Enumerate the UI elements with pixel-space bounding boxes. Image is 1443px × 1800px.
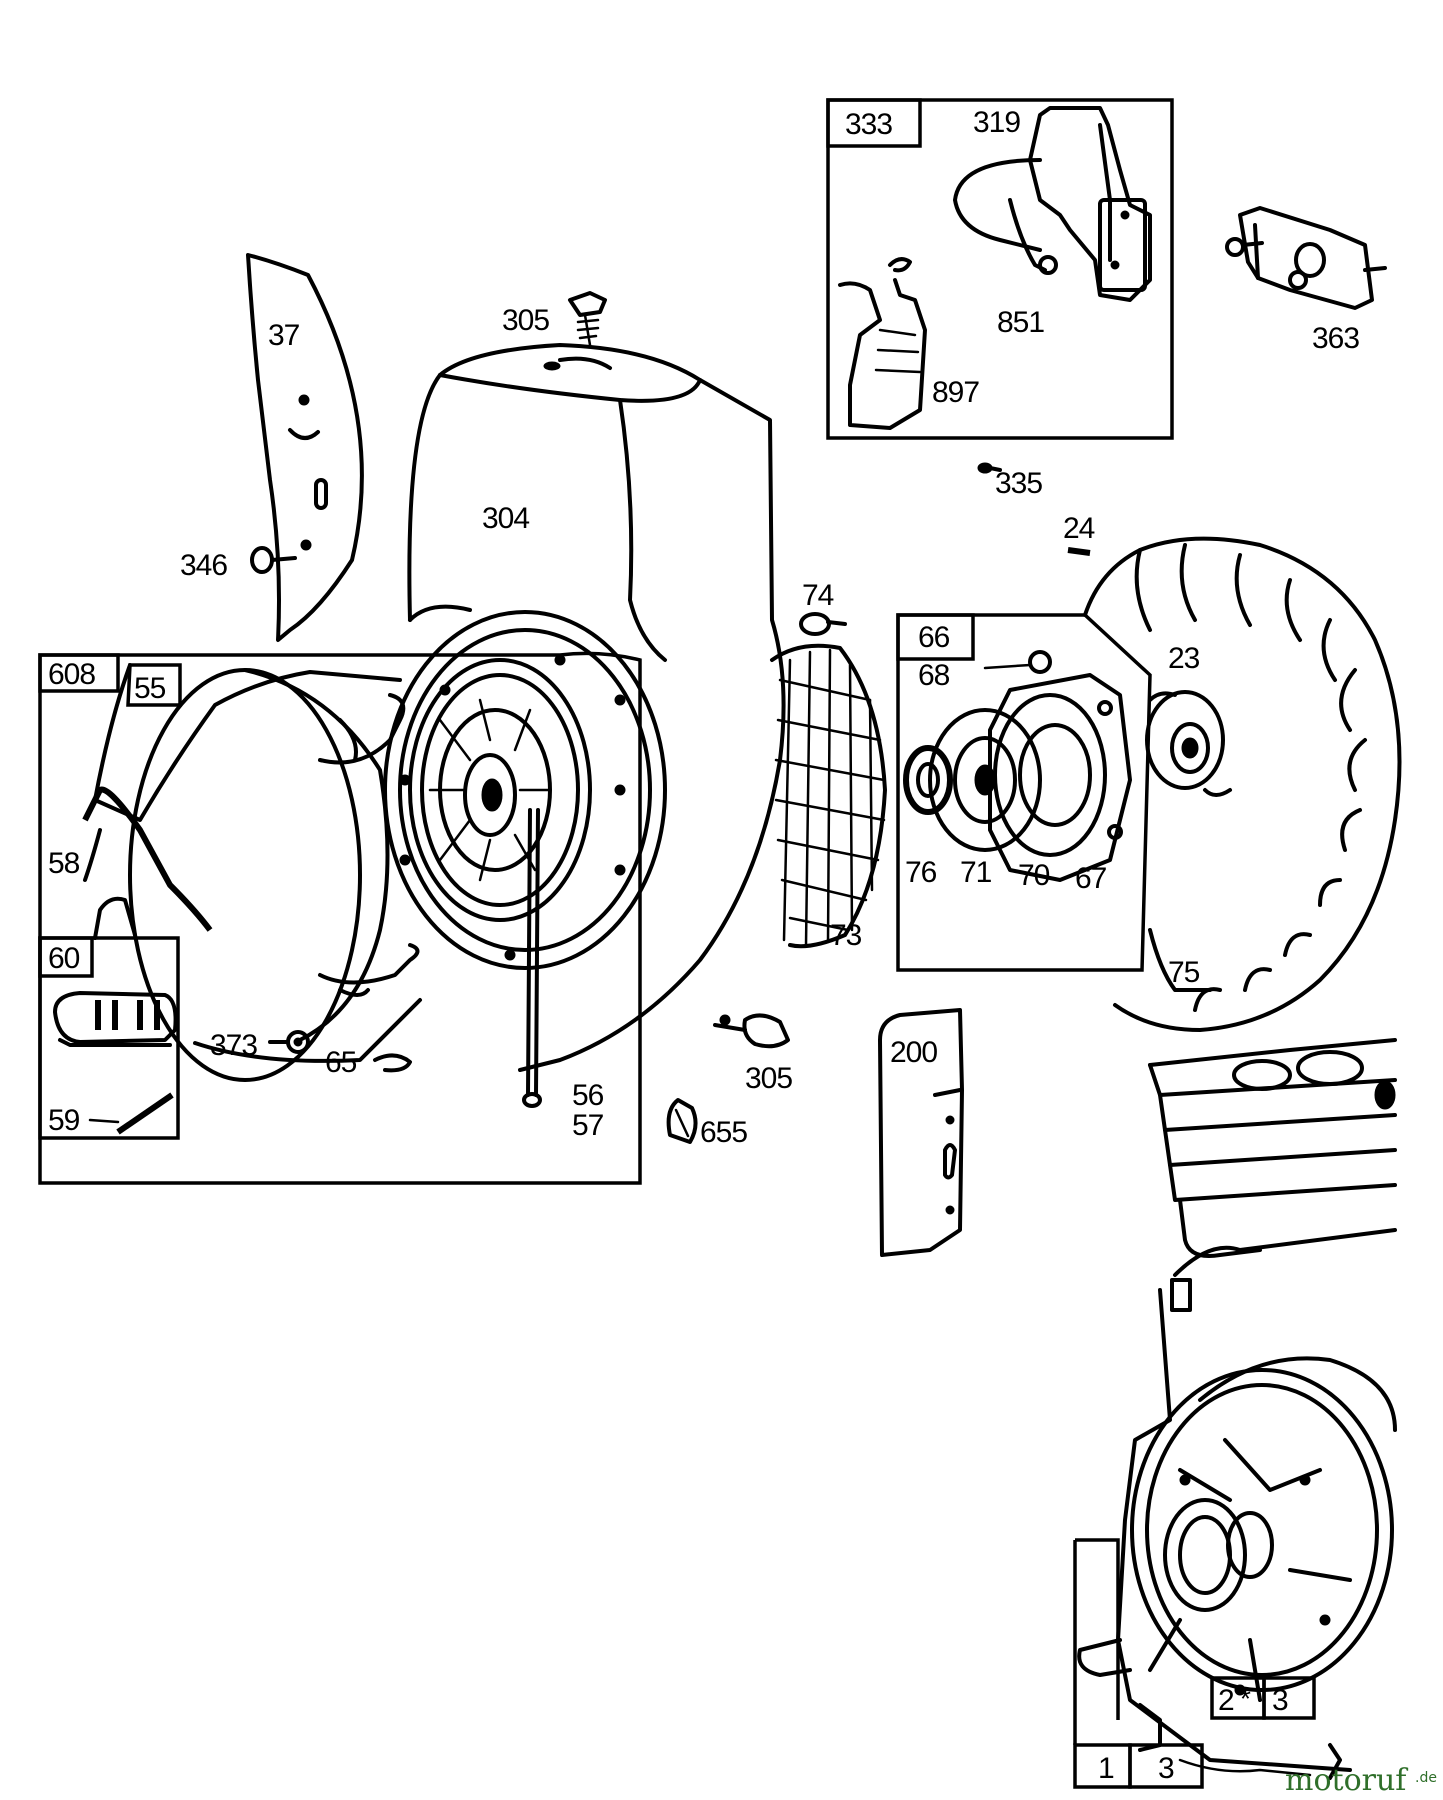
- label-2-right: 3: [1272, 1684, 1288, 1717]
- watermark-brand: motoruf: [1285, 1763, 1408, 1798]
- part-66-box: [896, 613, 1152, 972]
- part-24-key: [1067, 547, 1091, 556]
- label-55: 55: [134, 672, 166, 705]
- part-305-bottom-bolt: [713, 1013, 790, 1049]
- label-37: 37: [268, 319, 300, 352]
- part-58-rope: [82, 786, 213, 932]
- label-23: 23: [1168, 642, 1200, 675]
- label-66: 66: [918, 621, 950, 654]
- label-2-star: *: [1240, 1683, 1251, 1714]
- label-3: 3: [1158, 1752, 1174, 1785]
- watermark-logo: motoruf .de: [1285, 1763, 1437, 1798]
- part-200-air-guide: [878, 1008, 964, 1257]
- label-71: 71: [960, 856, 992, 889]
- rewind-starter-assembly: [383, 610, 667, 1108]
- label-2-left: 2: [1218, 1684, 1234, 1717]
- part-363-bracket: [1225, 206, 1387, 310]
- label-897: 897: [932, 376, 979, 409]
- label-655: 655: [700, 1116, 747, 1149]
- label-65: 65: [325, 1046, 357, 1079]
- label-373: 373: [210, 1029, 257, 1062]
- part-373-65: [268, 1030, 412, 1073]
- part-305-top-bolt: [568, 291, 607, 347]
- part-304-blower-housing: [407, 343, 786, 1072]
- label-70: 70: [1018, 859, 1050, 892]
- label-304: 304: [482, 502, 529, 535]
- label-305-top: 305: [502, 304, 549, 337]
- part-23-flywheel: [1083, 536, 1402, 1032]
- label-73: 73: [830, 919, 862, 952]
- part-335-pin: [977, 462, 1002, 474]
- label-74: 74: [802, 579, 834, 612]
- part-74-screw: [799, 612, 847, 636]
- label-335: 335: [995, 467, 1042, 500]
- label-56: 56: [572, 1079, 604, 1112]
- label-58: 58: [48, 847, 80, 880]
- part-346-screw: [250, 546, 297, 574]
- part-333-box: [826, 98, 1174, 440]
- label-68: 68: [918, 659, 950, 692]
- label-305-bottom: 305: [745, 1062, 792, 1095]
- label-608: 608: [48, 658, 95, 691]
- label-363: 363: [1312, 322, 1359, 355]
- label-200: 200: [890, 1036, 937, 1069]
- label-76: 76: [905, 856, 937, 889]
- label-1: 1: [1098, 1752, 1114, 1785]
- label-24: 24: [1063, 512, 1095, 545]
- label-67: 67: [1075, 862, 1107, 895]
- part-608-box: [38, 651, 642, 1185]
- label-57: 57: [572, 1109, 604, 1142]
- watermark-tld: .de: [1415, 1770, 1437, 1786]
- label-851: 851: [997, 306, 1044, 339]
- label-75: 75: [1168, 956, 1200, 989]
- part-655-clip: [666, 1098, 698, 1144]
- label-333: 333: [845, 108, 892, 141]
- part-60-box: [38, 896, 180, 1140]
- label-319: 319: [973, 106, 1020, 139]
- part-59-pin: [88, 1092, 174, 1135]
- label-346: 346: [180, 549, 227, 582]
- label-60: 60: [48, 942, 80, 975]
- part-73-screen: [770, 643, 887, 949]
- callout-labels: 333 319 851 897 363 335 37 305 304 346 7…: [48, 106, 1360, 1785]
- part-2a3-box: [1210, 1676, 1316, 1720]
- crankcase-cylinder: [1077, 1038, 1397, 1780]
- part-1-3-box: [1073, 1538, 1204, 1789]
- part-37-baffle: [246, 253, 364, 642]
- label-59: 59: [48, 1104, 80, 1137]
